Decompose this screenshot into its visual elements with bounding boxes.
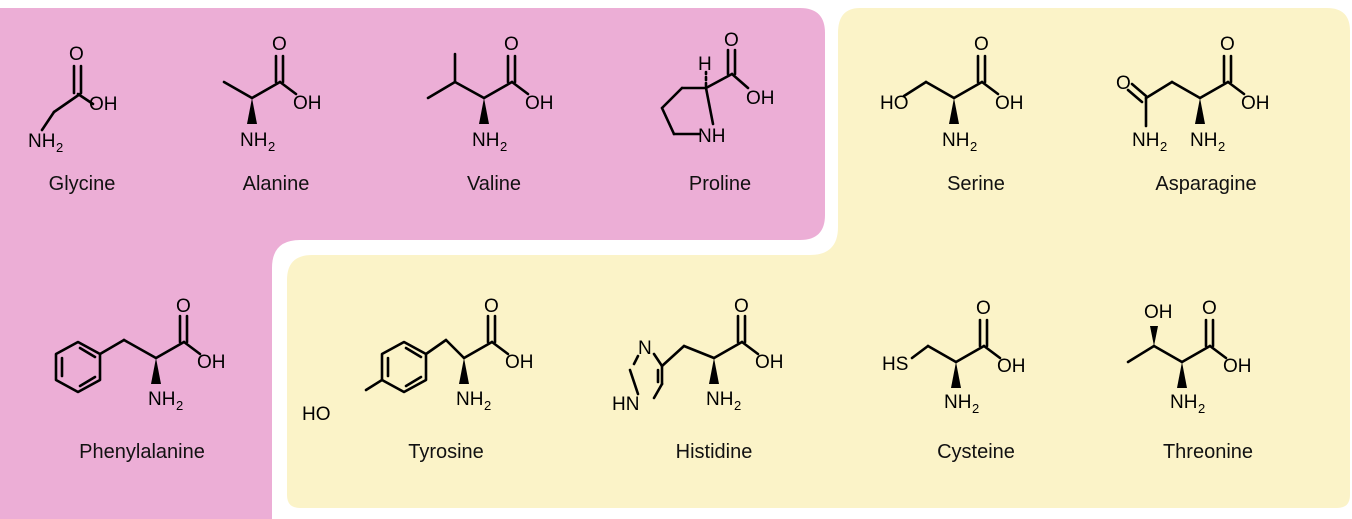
histidine-nh-sub: 2 [734,398,741,413]
label-histidine: Histidine [675,441,753,463]
alanine-oh: OH [293,93,322,114]
asparagine-oh: OH [1241,93,1270,114]
threonine-structure: OH O OH NH 2 [1126,298,1252,416]
threonine-nh-sub: 2 [1198,401,1205,416]
serine-ho: HO [880,93,909,114]
alanine-o: O [272,34,287,55]
molecule-serine: HO O OH NH 2 Serine [876,30,1076,200]
nonpolar-panel [0,8,825,519]
molecule-histidine: N HN O OH NH 2 Histidine [612,296,814,468]
asparagine-nh-sub: 2 [1218,139,1225,154]
threonine-o: O [1202,298,1217,319]
asparagine-structure: O O OH NH 2 NH 2 [1116,34,1270,154]
phenylalanine-nh-sub: 2 [176,398,183,413]
serine-structure: HO O OH NH 2 [880,34,1024,154]
label-valine: Valine [466,173,522,195]
molecule-glycine: O OH NH 2 Glycine [0,30,182,200]
tyrosine-nh: NH [456,389,483,410]
glycine-structure: O OH NH 2 [28,44,118,155]
proline-h: H [698,54,712,75]
cysteine-nh: NH [944,392,971,413]
asparagine-amide-nh-sub: 2 [1160,139,1167,154]
label-threonine: Threonine [1162,441,1254,463]
threonine-oh: OH [1223,356,1252,377]
asparagine-o: O [1220,34,1235,55]
proline-ring-nh: NH [698,126,725,147]
label-tyrosine: Tyrosine [408,441,484,463]
tyrosine-ho: HO [302,404,331,425]
label-alanine: Alanine [242,173,310,195]
cysteine-structure: HS O OH NH 2 [882,298,1026,416]
histidine-nh: NH [706,389,733,410]
histidine-structure: N HN O OH NH 2 [612,296,784,415]
valine-oh: OH [525,93,554,114]
phenylalanine-oh: OH [197,352,226,373]
molecule-tyrosine: HO O OH NH 2 Tyrosine [302,296,546,468]
histidine-oh: OH [755,352,784,373]
polar-panel [287,8,1350,508]
histidine-ring-hn: HN [612,394,639,415]
cysteine-nh-sub: 2 [972,401,979,416]
serine-o: O [974,34,989,55]
phenylalanine-nh: NH [148,389,175,410]
valine-nh: NH [472,130,499,151]
molecule-valine: O OH NH 2 Valine [394,30,594,200]
serine-nh-sub: 2 [970,139,977,154]
alanine-nh: NH [240,130,267,151]
phenylalanine-structure: O OH NH 2 [54,296,226,413]
cysteine-hs: HS [882,354,908,375]
molecule-proline: H O OH NH Proline [620,30,820,200]
glycine-oh: OH [89,94,118,115]
asparagine-o-amide: O [1116,73,1131,94]
alanine-nh-sub: 2 [268,139,275,154]
cysteine-oh: OH [997,356,1026,377]
alanine-structure: O OH NH 2 [222,34,322,154]
asparagine-amide-nh: NH [1132,130,1159,151]
tyrosine-o: O [484,296,499,317]
proline-oh: OH [746,88,775,109]
glycine-o: O [69,44,84,65]
histidine-o: O [734,296,749,317]
glycine-nh-sub: 2 [56,140,63,155]
label-phenylalanine: Phenylalanine [79,441,205,463]
phenylalanine-o: O [176,296,191,317]
serine-oh: OH [995,93,1024,114]
label-asparagine: Asparagine [1155,173,1257,195]
cysteine-o: O [976,298,991,319]
proline-structure: H O OH NH [660,30,775,147]
tyrosine-nh-sub: 2 [484,398,491,413]
asparagine-nh: NH [1190,130,1217,151]
valine-nh-sub: 2 [500,139,507,154]
molecule-asparagine: O O OH NH 2 NH 2 Asparagine [1106,30,1306,200]
valine-o: O [504,34,519,55]
valine-structure: O OH NH 2 [426,34,554,154]
proline-o: O [724,30,739,51]
threonine-nh: NH [1170,392,1197,413]
molecule-alanine: O OH NH 2 Alanine [176,30,376,200]
serine-nh: NH [942,130,969,151]
molecule-phenylalanine: O OH NH 2 Phenylalanine [42,296,242,468]
label-proline: Proline [688,173,752,195]
glycine-nh: NH [28,131,55,152]
label-serine: Serine [947,173,1005,195]
tyrosine-oh: OH [505,352,534,373]
tyrosine-structure: HO O OH NH 2 [302,296,534,425]
label-cysteine: Cysteine [937,441,1015,463]
molecule-cysteine: HS O OH NH 2 Cysteine [876,298,1076,468]
label-glycine: Glycine [48,173,116,195]
molecule-threonine: OH O OH NH 2 Threonine [1108,298,1308,468]
histidine-n: N [638,338,652,359]
threonine-side-oh: OH [1144,302,1173,323]
